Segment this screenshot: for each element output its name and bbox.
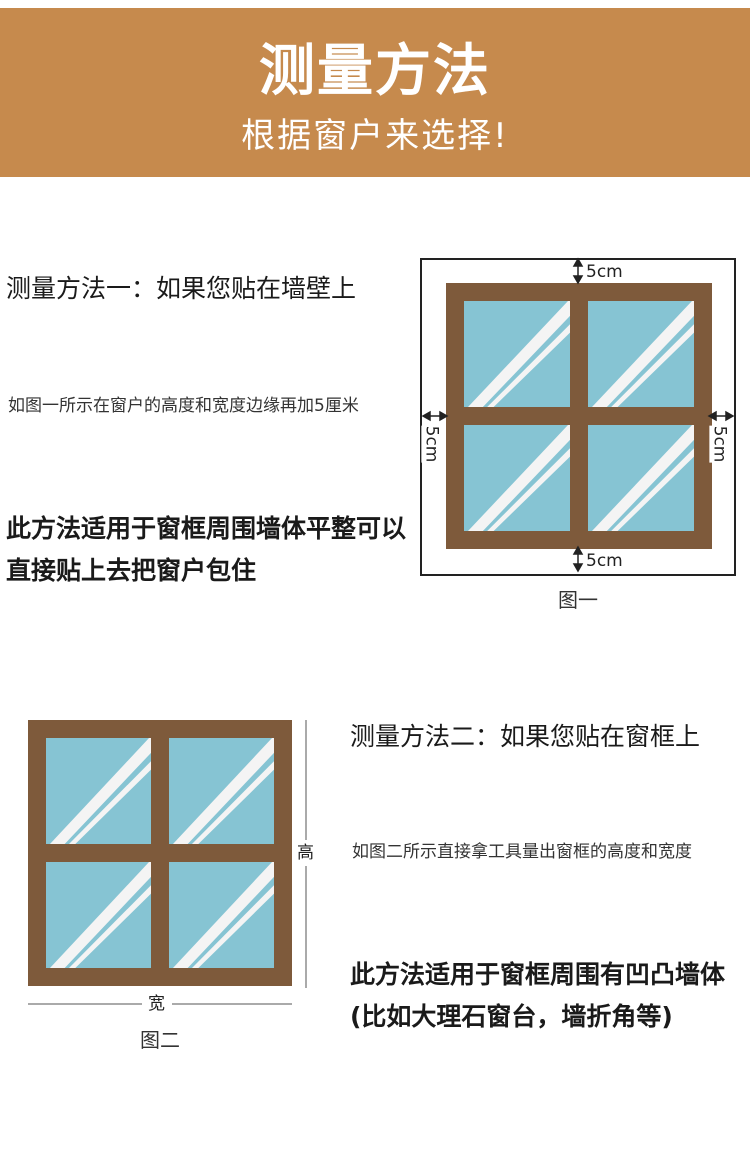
glare-stripe-thin [487, 324, 570, 407]
method1-note: 此方法适用于窗框周围墙体平整可以直接贴上去把窗户包住 [6, 514, 407, 585]
figure1-dimension-arrows [421, 257, 735, 573]
pane-glare [49, 738, 151, 844]
glare-stripe-wide [592, 301, 694, 407]
method1-description: 如图一所示在窗户的高度和宽度边缘再加5厘米 [8, 396, 359, 416]
method2-description: 如图二所示直接拿工具量出窗框的高度和宽度 [352, 842, 692, 862]
figure1-window [446, 283, 712, 549]
figure2-window [28, 720, 292, 986]
glare-stripe-wide [172, 738, 274, 844]
glare-stripe-wide [49, 862, 151, 968]
figure2-caption: 图二 [140, 1028, 180, 1052]
glare-stripe-wide [468, 425, 570, 531]
pane-glare [592, 301, 694, 407]
figure1-bottom-margin-label: 5cm [586, 551, 623, 571]
pane-glare [592, 425, 694, 531]
figure2-height-label: 高 [297, 843, 314, 863]
pane-glare [49, 862, 151, 968]
glare-stripe-wide [592, 425, 694, 531]
glare-stripe-thin [191, 885, 274, 968]
header-banner: 测量方法 根据窗户来选择! [0, 8, 750, 177]
method2-note: 此方法适用于窗框周围有凹凸墙体(比如大理石窗台，墙折角等) [350, 960, 726, 1031]
glare-stripe-wide [172, 862, 274, 968]
pane-glare [172, 738, 274, 844]
pane-glare [468, 301, 570, 407]
glare-stripe-thin [611, 448, 694, 531]
method1-title: 测量方法一：如果您贴在墙壁上 [6, 274, 357, 303]
figure2-dimension-lines [28, 720, 307, 1005]
glare-stripe-thin [191, 761, 274, 844]
figure2-width-label: 宽 [148, 994, 165, 1014]
pane-glare [172, 862, 274, 968]
glare-stripe-thin [487, 448, 570, 531]
glare-stripe-thin [68, 885, 151, 968]
glare-stripe-thin [611, 324, 694, 407]
glare-stripe-wide [49, 738, 151, 844]
method2-title: 测量方法二：如果您贴在窗框上 [350, 722, 701, 751]
pane-glare [468, 425, 570, 531]
figure1-top-margin-label: 5cm [586, 262, 623, 282]
page-title: 测量方法 [259, 39, 491, 104]
glare-stripe-wide [468, 301, 570, 407]
page-subtitle: 根据窗户来选择! [241, 116, 509, 156]
glare-stripe-thin [68, 761, 151, 844]
figure1-caption: 图一 [558, 588, 598, 612]
